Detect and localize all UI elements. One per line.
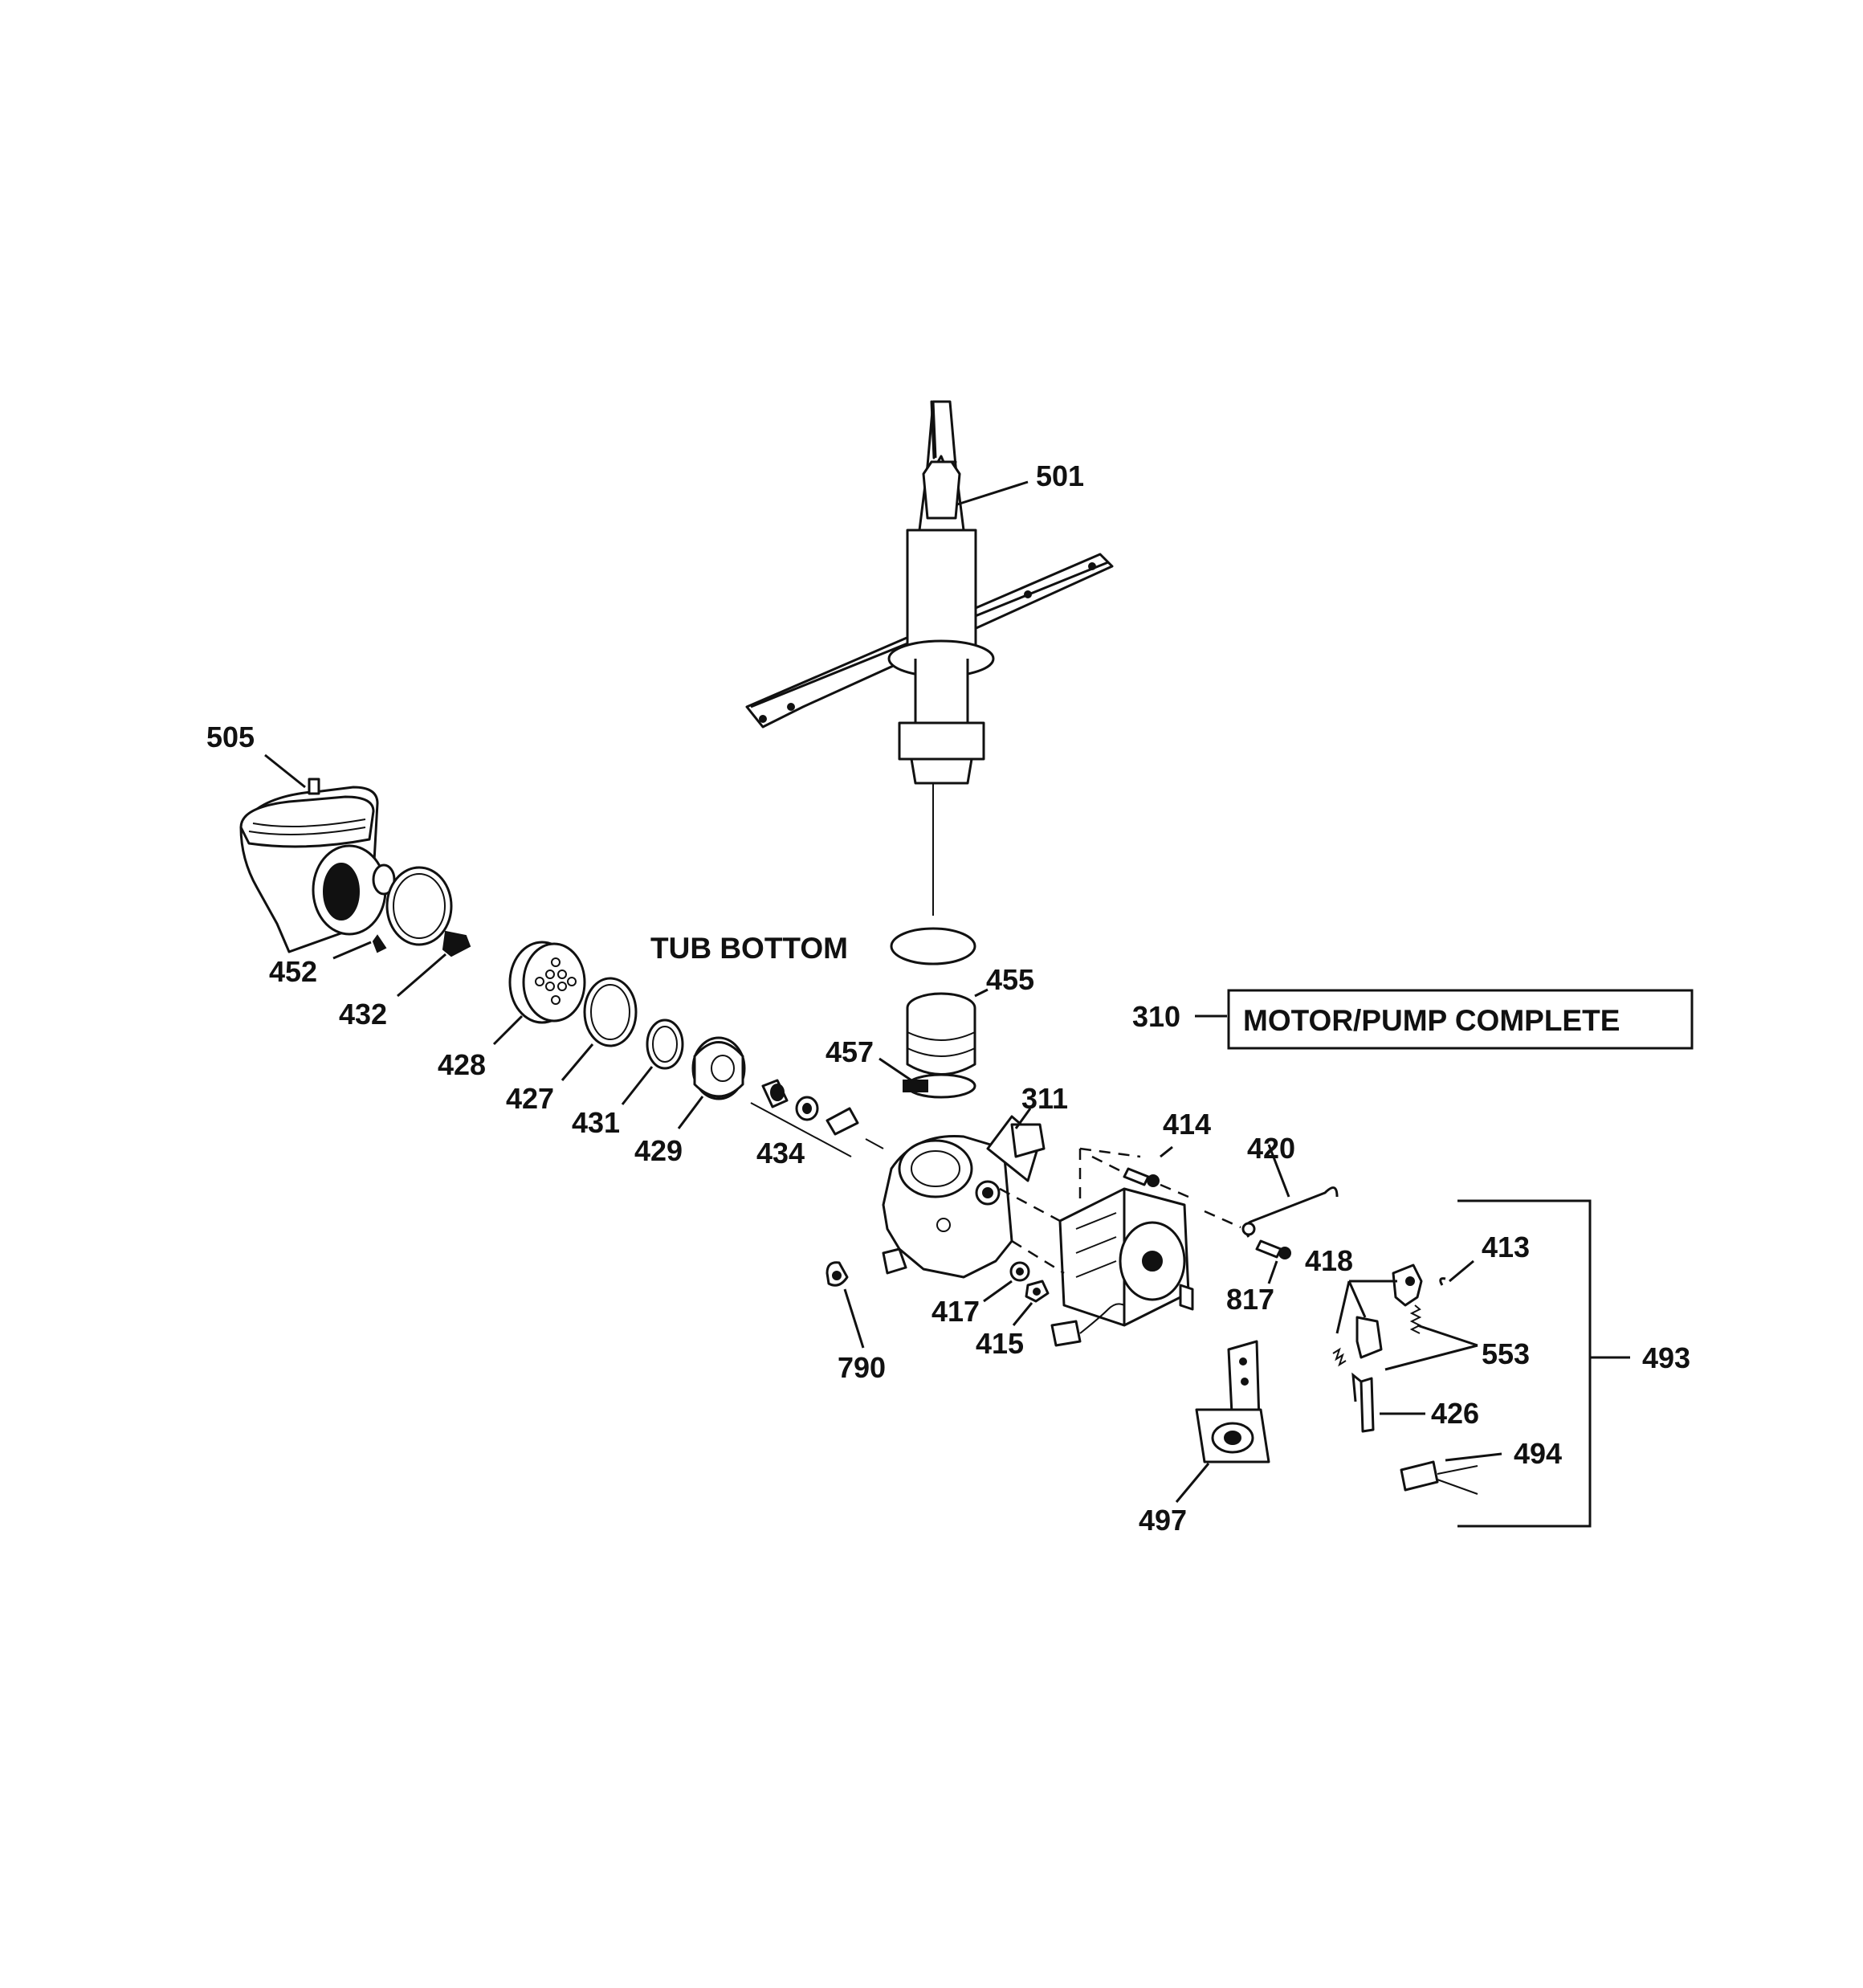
tub-bottom-ring: [890, 927, 976, 965]
filter-428: [508, 941, 586, 1024]
callout-420: 420: [1247, 1132, 1295, 1165]
clip-790: [826, 1261, 849, 1287]
callout-493: 493: [1642, 1341, 1690, 1374]
callout-434: 434: [756, 1137, 805, 1170]
nut-415: [1025, 1280, 1050, 1303]
motor-connector: [1050, 1303, 1125, 1347]
motor-pump-complete-label: MOTOR/PUMP COMPLETE: [1243, 1004, 1620, 1037]
leader-418: [1335, 1280, 1397, 1334]
leader-413: [1449, 1259, 1474, 1283]
ring-452: [372, 866, 453, 953]
ring-431: [646, 1018, 684, 1070]
pin-426: [1351, 1372, 1375, 1433]
callout-431: 431: [572, 1106, 620, 1139]
leader-420: [1267, 1144, 1290, 1198]
callout-414: 414: [1163, 1108, 1211, 1141]
gasket-455: [906, 992, 976, 1076]
motor-alignment-dash-2: [1011, 1239, 1065, 1275]
callout-413: 413: [1482, 1231, 1530, 1263]
callout-418: 418: [1305, 1244, 1353, 1277]
latch-418: [1392, 1263, 1423, 1307]
motor: [1058, 1187, 1194, 1327]
ring-427: [583, 977, 638, 1047]
callout-452: 452: [269, 955, 317, 988]
callout-790: 790: [838, 1351, 886, 1384]
callout-457: 457: [826, 1035, 874, 1068]
leader-429: [677, 1096, 704, 1129]
callout-494: 494: [1514, 1437, 1562, 1470]
leader-427: [561, 1043, 594, 1081]
bracket-434: [750, 1102, 852, 1157]
leader-311: [1014, 1108, 1032, 1129]
leader-494: [1445, 1452, 1502, 1462]
callout-817: 817: [1226, 1283, 1274, 1316]
washer-417: [1009, 1261, 1030, 1282]
leader-417: [983, 1280, 1013, 1303]
callout-432: 432: [339, 998, 387, 1031]
callout-427: 427: [506, 1082, 554, 1115]
pump-311: [882, 1115, 1046, 1279]
ring-413: [1439, 1277, 1446, 1286]
bracket-493: [1457, 1199, 1592, 1528]
leader-817: [1267, 1260, 1278, 1284]
callout-415: 415: [976, 1327, 1024, 1360]
dash-414: [1091, 1155, 1125, 1174]
rod-420: [1241, 1186, 1339, 1238]
leader-790: [843, 1288, 865, 1349]
leader-505: [264, 753, 306, 789]
clamp-457: [903, 1073, 976, 1099]
callout-505: 505: [206, 720, 255, 753]
solenoid-497: [1195, 1340, 1270, 1463]
dash-420: [1204, 1210, 1241, 1229]
callout-311: 311: [1021, 1082, 1068, 1115]
leader-457: [879, 1057, 912, 1082]
housing-429: [691, 1036, 746, 1100]
spray-arm-assembly-501: [745, 400, 1114, 785]
leader-501: [956, 480, 1029, 506]
motor-pump-complete-box: [1227, 989, 1694, 1050]
callout-497: 497: [1139, 1504, 1187, 1537]
axis-434: [865, 1138, 884, 1149]
screw-414: [1123, 1167, 1160, 1187]
dash-414b: [1160, 1183, 1189, 1198]
leader-428: [492, 1014, 524, 1046]
leader-432: [397, 953, 446, 998]
leader-455: [974, 988, 989, 998]
sump-housing-505: [239, 778, 396, 953]
screw-817: [1255, 1239, 1291, 1259]
seals-434: [761, 1079, 859, 1136]
leader-497: [1175, 1463, 1210, 1503]
leader-553: [1384, 1324, 1478, 1371]
clamp-432: [442, 930, 471, 957]
callout-501: 501: [1036, 459, 1084, 492]
callout-429: 429: [634, 1134, 683, 1167]
callout-553: 553: [1482, 1337, 1530, 1370]
leader-415: [1012, 1302, 1033, 1326]
motor-alignment-dash-4: [1079, 1147, 1141, 1158]
callout-426: 426: [1431, 1397, 1479, 1430]
callout-417: 417: [932, 1295, 980, 1328]
callout-310: 310: [1132, 1000, 1180, 1033]
leader-414: [1160, 1145, 1173, 1158]
tub-bottom-label: TUB BOTTOM: [650, 932, 848, 965]
leader-452: [332, 941, 372, 960]
callout-428: 428: [438, 1048, 486, 1081]
leader-431: [621, 1066, 654, 1105]
connector-494: [1400, 1460, 1478, 1495]
callout-455: 455: [986, 963, 1034, 996]
springs-553: [1332, 1304, 1422, 1367]
